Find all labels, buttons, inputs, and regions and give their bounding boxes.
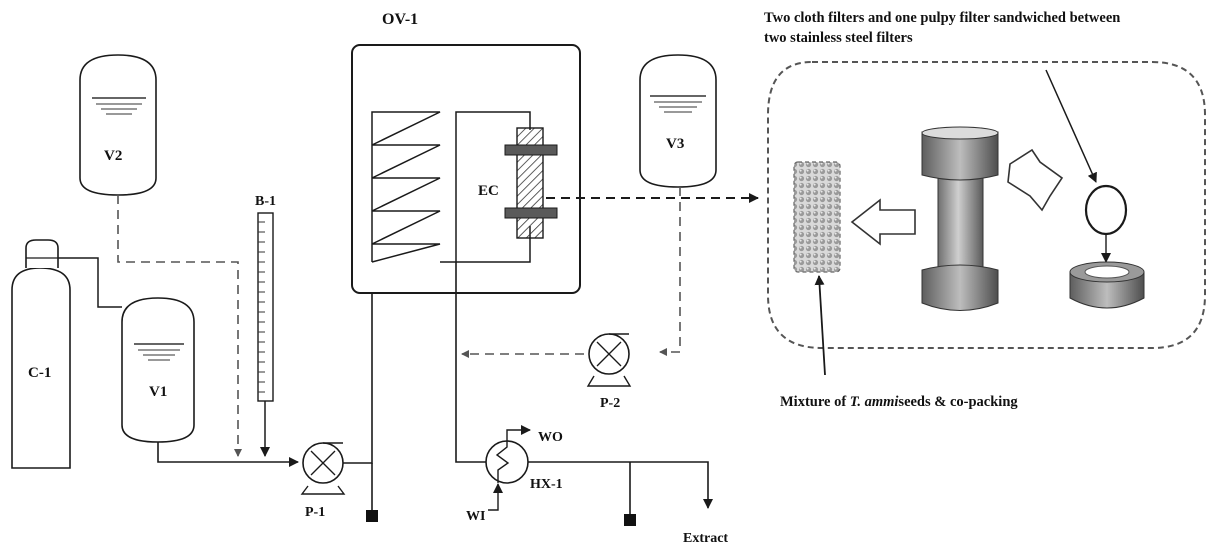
extraction-cell-ec [504,127,558,239]
drain-valve-1 [366,510,378,522]
pipe-oven-to-hx1 [455,262,486,463]
annotation-filters: Two cloth filters and one pulpy filter s… [764,8,1219,48]
hollow-arrow-left [850,198,916,246]
vessel-v3 [639,54,717,188]
label-hx1: HX-1 [530,477,563,492]
dashed-line-v3 [659,187,681,356]
label-v1: V1 [149,384,167,400]
extraction-cell-detail [767,61,1206,376]
hollow-arrow-diagonal [1007,148,1064,212]
label-oven: OV-1 [382,11,418,28]
drain-valve-2 [624,514,636,526]
gas-cylinder-c1 [11,239,71,469]
label-v3: V3 [666,136,684,152]
pipe-to-extract [528,461,713,509]
annotation-filters-line1: Two cloth filters and one pulpy filter s… [764,10,1121,26]
pipe-c1-to-v1 [58,257,122,308]
annotation-mixture-prefix: Mixture of [780,394,850,410]
dashed-line-v2 [117,195,242,457]
pump-p1 [300,442,346,495]
pipe-p1-to-oven [343,292,373,464]
label-v2: V2 [104,148,122,164]
vessel-v1 [121,297,195,443]
cell-body [921,126,999,311]
annotation-filters-line2: two stainless steel filters [764,30,913,46]
label-p1: P-1 [305,505,325,520]
vessel-v2 [79,54,157,196]
pipe-feed-to-p1 [157,442,299,467]
label-c1: C-1 [28,365,51,381]
filter-disk [1069,184,1145,309]
annotation-mixture-suffix: seeds & co-packing [898,394,1018,410]
label-ec: EC [478,183,499,199]
label-water-in: WI [466,509,485,524]
label-water-out: WO [538,430,563,445]
burette-b1 [257,212,274,457]
packed-bed [793,161,841,273]
label-extract: Extract [683,531,728,546]
annotation-mixture: Mixture of T. ammiseeds & co-packing [780,392,1110,412]
pump-p2 [586,333,632,387]
heat-exchanger-hx1 [485,425,531,511]
pointer-filter-annotation [1045,69,1097,183]
pointer-mixture-annotation [814,275,826,376]
label-p2: P-2 [600,396,620,411]
annotation-mixture-species: T. ammi [849,394,899,410]
label-b1: B-1 [255,194,276,209]
oven-ov1 [351,44,581,294]
